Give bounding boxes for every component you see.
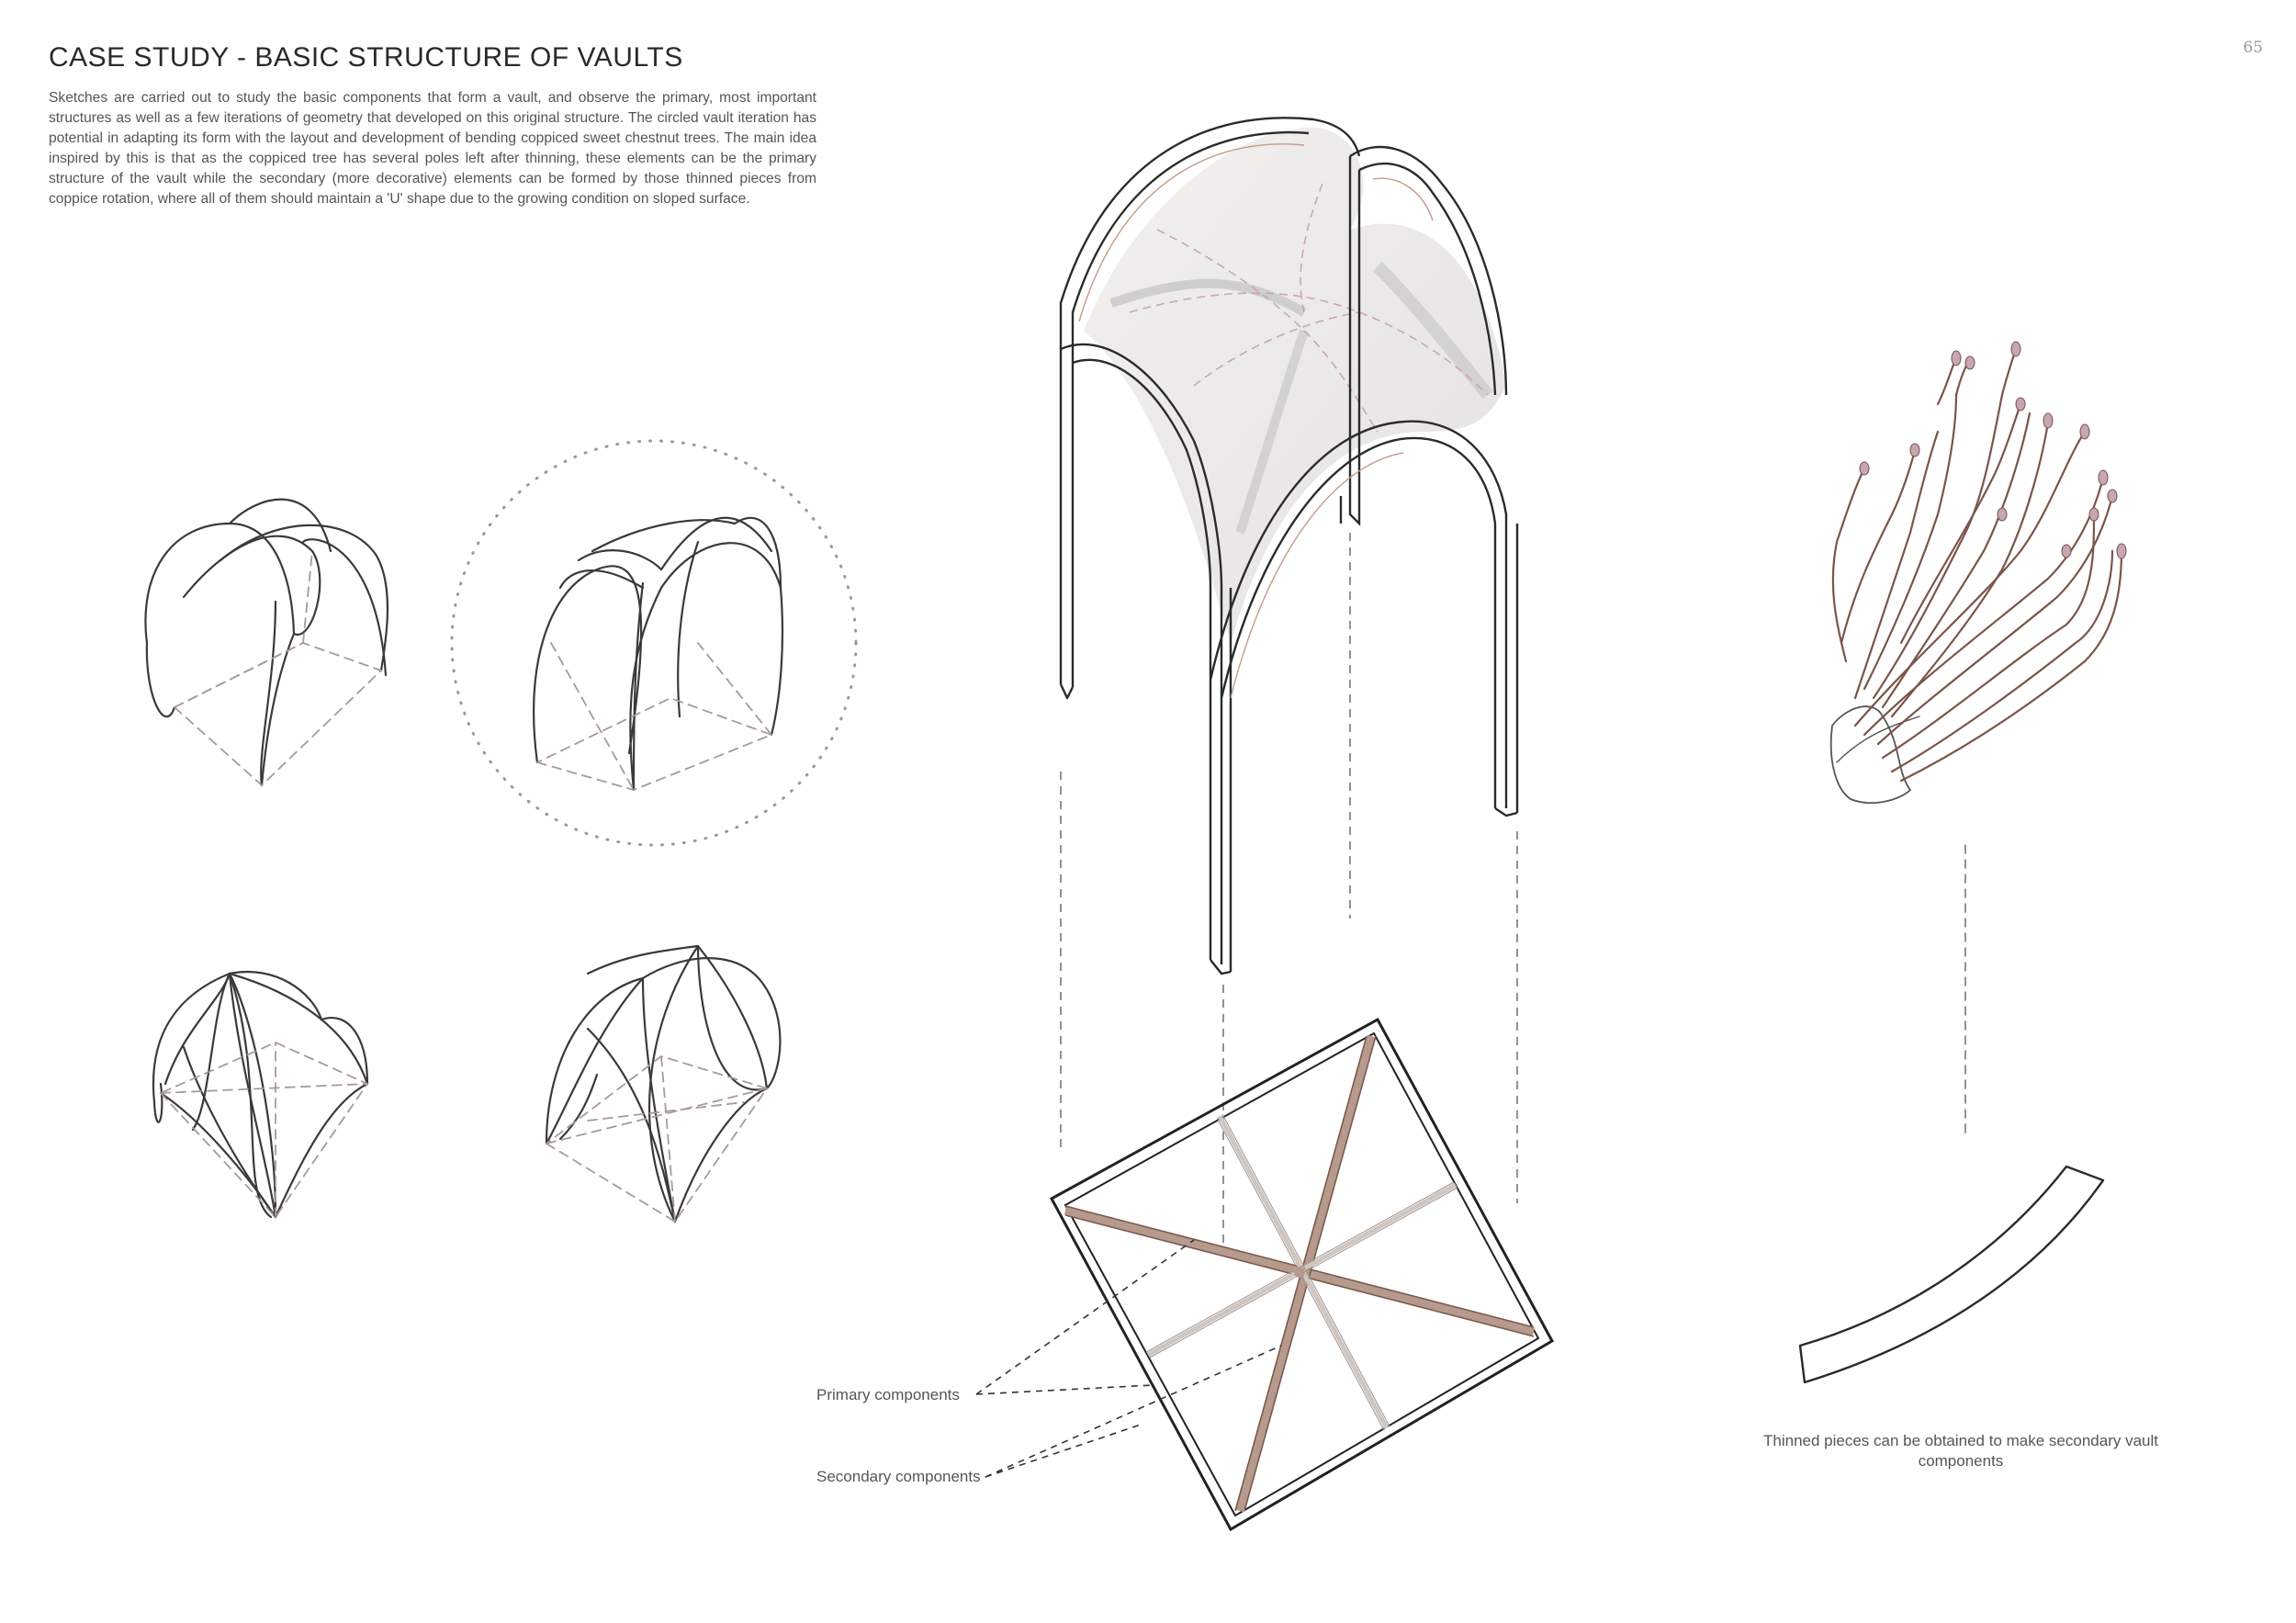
vault-shell [1084,127,1506,644]
primary-components-label: Primary components [816,1386,960,1403]
primary-arch-left [1059,117,1361,700]
secondary-components-label: Secondary components [816,1468,981,1485]
vault-sketch-1 [144,498,389,787]
main-vault-model [1059,117,1519,1254]
page-title: CASE STUDY - BASIC STRUCTURE OF VAULTS [49,42,683,73]
vault-sketch-2-circled [450,439,858,847]
thinned-pieces-caption: Thinned pieces can be obtained to make s… [1763,1432,2158,1470]
tree-stems [1831,347,2123,783]
intro-paragraph: Sketches are carried out to study the ba… [49,90,816,207]
primary-arch-front-right [1209,420,1519,817]
vault-sketch-4 [545,944,782,1223]
vault-sketch-3 [152,971,369,1219]
timber-inner-lines [1078,143,1434,699]
primary-arch-front-left [1060,343,1232,975]
page-number: 65 [2243,39,2263,57]
thinned-piece [1798,1165,2105,1384]
coppiced-tree [1829,341,2127,1140]
label-leaders [975,1239,1282,1478]
tree-leaves [1859,341,2127,559]
primary-arch-back-right [1339,145,1508,526]
projection-guides [1060,533,1518,1254]
vault-plan [1049,1017,1555,1532]
